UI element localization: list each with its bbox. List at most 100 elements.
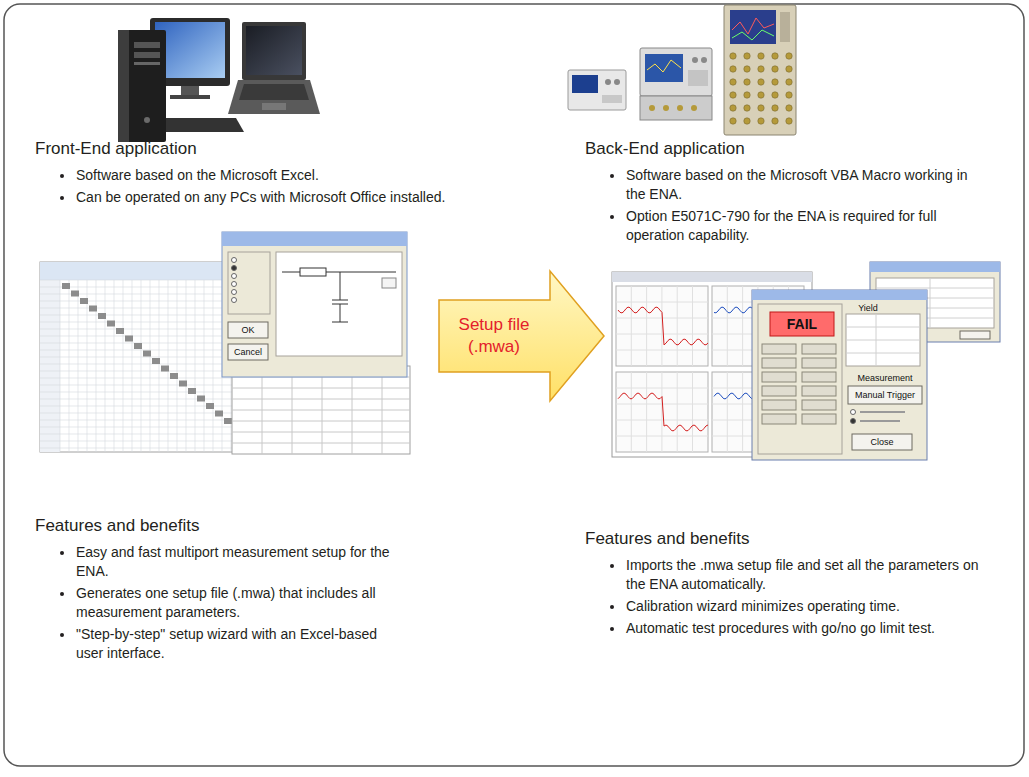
ena-screen-screenshot-part bbox=[616, 372, 708, 452]
measurement-dialog-screenshot-part bbox=[802, 386, 836, 396]
laptop-picture-part bbox=[262, 103, 286, 110]
instrument-picture-part bbox=[730, 66, 736, 72]
ena-screen-screenshot-part bbox=[692, 286, 693, 366]
measurement-dialog-screenshot-part bbox=[770, 312, 834, 336]
ena-screen-screenshot-part bbox=[646, 286, 647, 366]
excel-screenshot-part bbox=[206, 403, 214, 409]
excel-screenshot-part bbox=[98, 313, 106, 319]
excel-screenshot-part bbox=[123, 280, 124, 452]
instrument-picture-part bbox=[640, 48, 712, 96]
bullet-item: Automatic test procedures with go/no go … bbox=[610, 619, 982, 638]
ena-screen-screenshot-part bbox=[616, 302, 708, 303]
instrument-picture-part bbox=[692, 57, 698, 63]
bullet-item: Software based on the Microsoft VBA Macr… bbox=[610, 166, 982, 204]
excel-screenshot-part bbox=[62, 283, 70, 289]
table-screenshot-part bbox=[232, 432, 410, 433]
button-text: Manual Trigger bbox=[848, 386, 922, 404]
fail-indicator: FAIL bbox=[770, 312, 834, 336]
ena-screen-screenshot-part bbox=[742, 372, 743, 452]
measurement-dialog-screenshot-part bbox=[762, 386, 796, 396]
excel-screenshot-part bbox=[224, 418, 232, 424]
instrument-picture-part bbox=[614, 79, 620, 85]
excel-screenshot-part bbox=[170, 373, 178, 379]
bullet-text: Software based on the Microsoft Excel. bbox=[76, 166, 460, 185]
excel-screenshot-part bbox=[204, 280, 205, 452]
bullet-item: Imports the .mwa setup file and set all … bbox=[610, 556, 982, 594]
matching-dialog-screenshot-part bbox=[232, 266, 237, 271]
excel-screenshot-part bbox=[132, 280, 133, 452]
laptop-picture bbox=[228, 22, 320, 114]
table-screenshot-part bbox=[232, 366, 410, 454]
desktop-pc-picture bbox=[118, 18, 244, 142]
excel-screenshot-part bbox=[69, 280, 70, 452]
matching-dialog-screenshot-part bbox=[232, 274, 237, 279]
screen-text: Yield bbox=[858, 303, 878, 313]
instrument-picture-part bbox=[780, 12, 790, 42]
small-window-screenshot-part bbox=[870, 262, 1000, 272]
section-heading: Features and benefits bbox=[585, 528, 749, 550]
instrument-picture-part bbox=[772, 66, 778, 72]
outer-frame bbox=[4, 4, 1024, 766]
group-caption: Yield bbox=[848, 302, 888, 313]
matching-dialog-screenshot-part bbox=[228, 344, 268, 360]
desktop-pc-picture-part bbox=[144, 117, 150, 123]
instrument-picture-part bbox=[758, 105, 764, 111]
ena-screen-screenshot-part bbox=[616, 420, 708, 421]
excel-screenshot-part bbox=[215, 411, 223, 417]
instrument-picture-part bbox=[744, 53, 750, 59]
excel-screenshot-part bbox=[71, 291, 79, 297]
instrument-picture bbox=[724, 5, 796, 135]
matching-dialog-screenshot-part bbox=[300, 268, 326, 276]
excel-screenshot-part bbox=[116, 328, 124, 334]
ena-screen-screenshot-part bbox=[661, 286, 662, 366]
instrument-picture-part bbox=[730, 92, 736, 98]
measurement-dialog-screenshot-part bbox=[802, 414, 836, 424]
measurement-dialog-screenshot-part bbox=[802, 372, 836, 382]
bullet-item: Option E5071C-790 for the ENA is require… bbox=[610, 207, 982, 245]
instrument-picture-part bbox=[744, 105, 750, 111]
measurement-dialog-screenshot-part bbox=[860, 420, 900, 422]
excel-screenshot-part bbox=[188, 388, 196, 394]
excel-screenshot-part bbox=[161, 366, 169, 372]
excel-screenshot-part bbox=[107, 321, 115, 327]
screen-text: Manual Trigger bbox=[855, 390, 915, 400]
screen-text: Measurement bbox=[857, 373, 912, 383]
instrument-picture-part bbox=[730, 118, 736, 124]
instrument-picture-part bbox=[744, 79, 750, 85]
table-screenshot-part bbox=[232, 388, 410, 389]
arrow-label: Setup file (.mwa) bbox=[442, 314, 546, 358]
measurement-dialog-screenshot-part bbox=[846, 340, 920, 341]
ena-screen-screenshot-part bbox=[677, 372, 678, 452]
ena-screen-screenshot-part bbox=[727, 286, 728, 366]
instrument-picture-part bbox=[688, 70, 708, 86]
ena-screen-screenshot-part bbox=[692, 372, 693, 452]
laptop-picture-part bbox=[228, 80, 320, 114]
bullet-text: "Step-by-step" setup wizard with an Exce… bbox=[76, 625, 405, 663]
measurement-dialog-screenshot-part bbox=[851, 419, 856, 424]
table-screenshot-part bbox=[232, 410, 410, 411]
excel-screenshot-part bbox=[186, 280, 187, 452]
ena-screen-screenshot-part bbox=[631, 372, 632, 452]
measurement-dialog-screenshot-part bbox=[846, 314, 920, 366]
bullet-dot bbox=[60, 592, 64, 596]
table-screenshot bbox=[232, 366, 410, 454]
bullet-item: Software based on the Microsoft Excel. bbox=[60, 166, 460, 185]
small-window-screenshot-part bbox=[960, 331, 990, 339]
instrument-picture-part bbox=[645, 54, 683, 82]
matching-dialog-screenshot-part bbox=[332, 322, 348, 323]
instrument-picture-part bbox=[649, 105, 655, 111]
screen-text: OK bbox=[241, 325, 254, 335]
bullet-dot bbox=[610, 605, 614, 609]
instrument-picture-part bbox=[758, 92, 764, 98]
measurement-dialog-screenshot-part bbox=[848, 386, 922, 404]
heading-text: Back-End application bbox=[585, 139, 745, 158]
bullet-text: Imports the .mwa setup file and set all … bbox=[626, 556, 982, 594]
bullet-item: Calibration wizard minimizes operating t… bbox=[610, 597, 982, 616]
matching-dialog-screenshot-part bbox=[232, 290, 237, 295]
excel-screenshot-part bbox=[89, 306, 97, 312]
bullet-text: Generates one setup file (.mwa) that inc… bbox=[76, 584, 405, 622]
table-screenshot-part bbox=[232, 399, 410, 400]
excel-screenshot-part bbox=[152, 358, 160, 364]
table-screenshot-part bbox=[232, 443, 410, 444]
instrument-picture-part bbox=[701, 57, 707, 63]
